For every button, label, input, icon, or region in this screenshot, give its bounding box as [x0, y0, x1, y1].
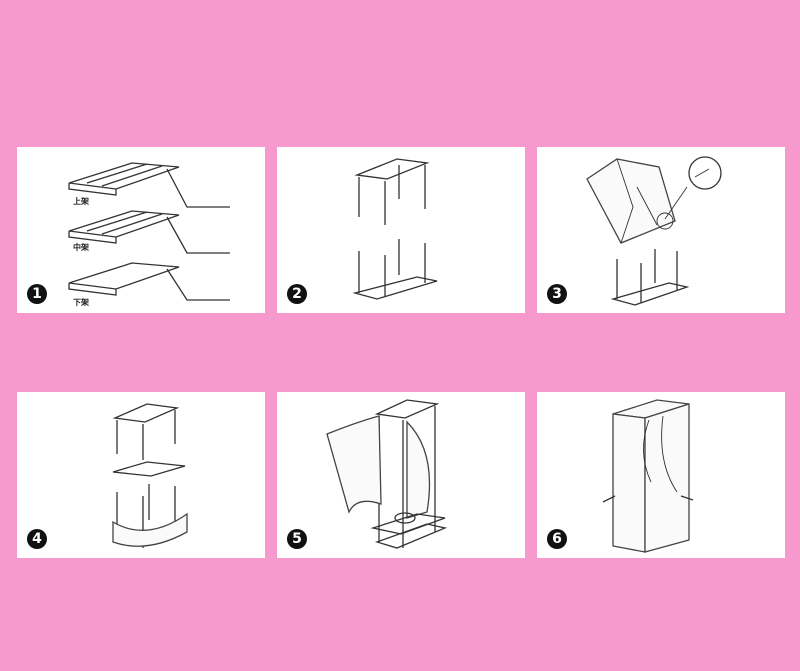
step-3-panel: 3 — [537, 147, 785, 313]
shelf-frames-illustration — [68, 162, 230, 301]
assemble-middle-shelf-illustration — [112, 403, 188, 548]
step-number: 6 — [547, 529, 567, 549]
step-2-panel: 2 — [277, 147, 525, 313]
step-1-panel: 上架 中架 下架 1 — [17, 147, 265, 313]
bottom-shelf-label: 下架 — [73, 298, 89, 307]
step-number: 3 — [547, 284, 567, 304]
middle-shelf-label: 中架 — [73, 243, 89, 252]
step-4-panel: 4 — [17, 392, 265, 558]
frame-legs-illustration — [352, 158, 438, 300]
step-number: 1 — [27, 284, 47, 304]
step-number: 2 — [287, 284, 307, 304]
top-shelf-label: 上架 — [73, 197, 89, 206]
finished-wardrobe-illustration — [602, 399, 694, 553]
step-number: 4 — [27, 529, 47, 549]
step-6-panel: 6 — [537, 392, 785, 558]
step-number: 5 — [287, 529, 307, 549]
cover-sides-illustration — [326, 399, 448, 549]
cover-top-illustration — [586, 156, 722, 306]
step-5-panel: 5 — [277, 392, 525, 558]
